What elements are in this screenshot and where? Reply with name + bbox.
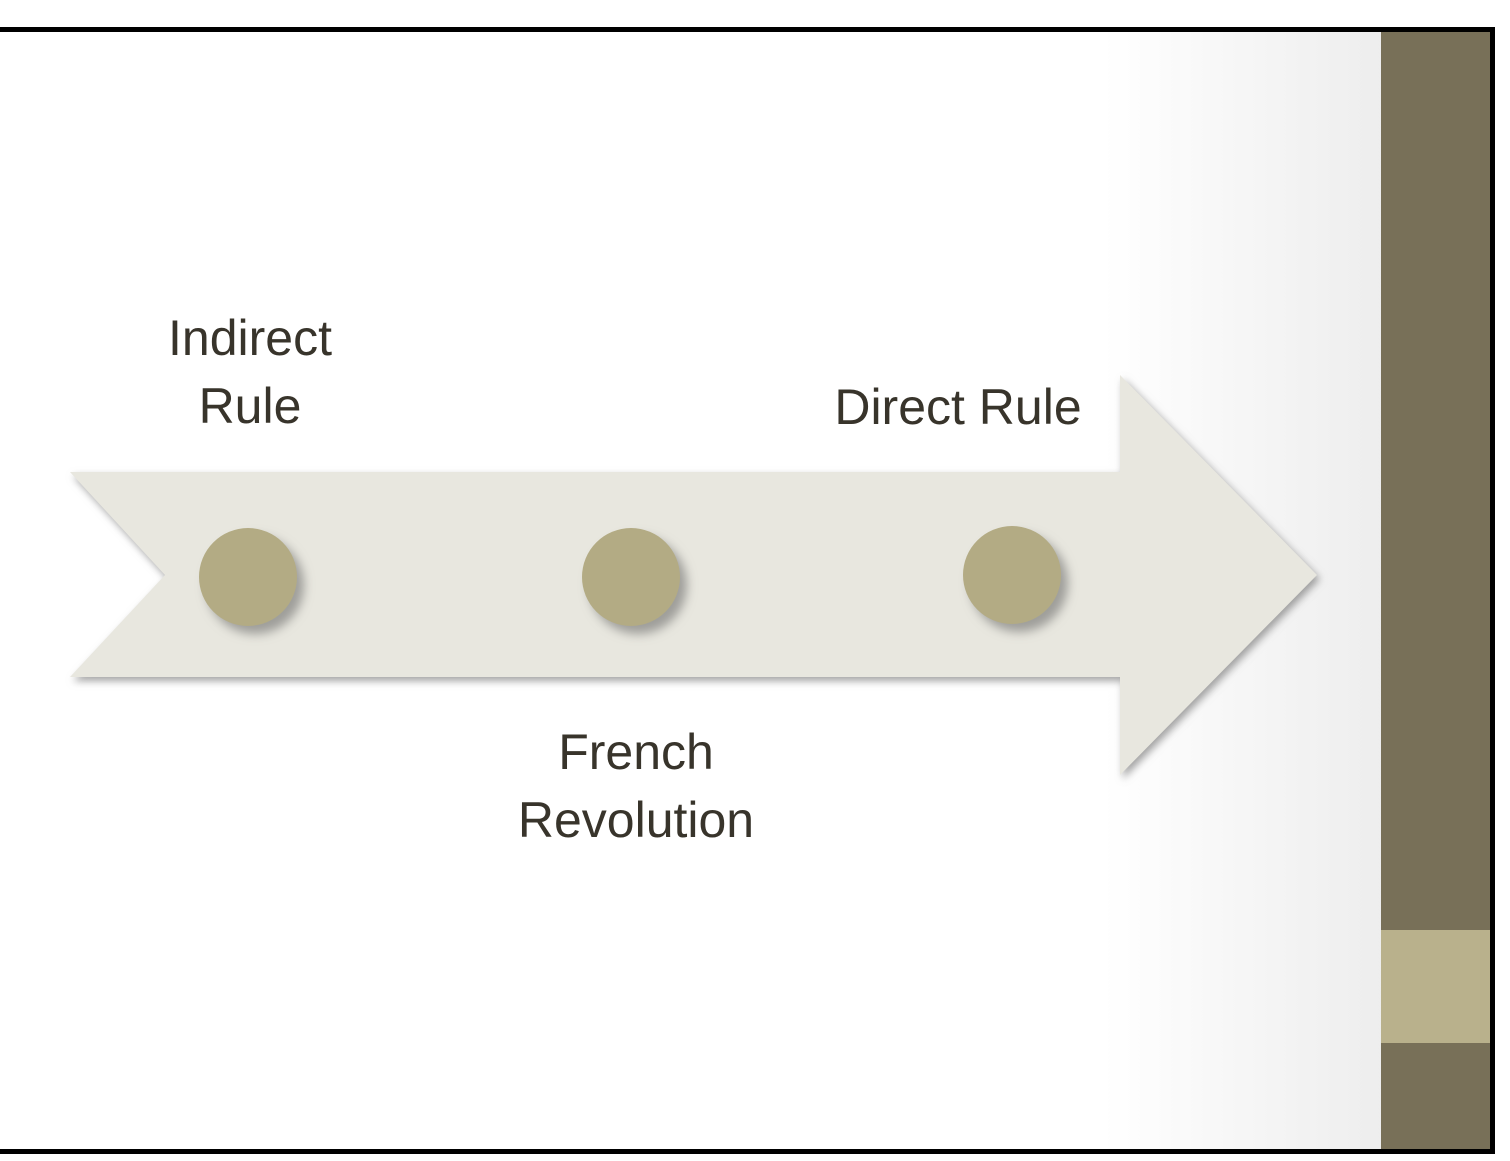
timeline-node-direct-rule [963,526,1061,624]
label-indirect-rule: Indirect Rule [168,310,332,434]
sidebar-accent-block [1381,930,1490,1043]
timeline-node-french-revolution [582,528,680,626]
label-direct-rule: Direct Rule [834,379,1082,435]
right-arrow-shape [70,375,1317,775]
timeline-node-indirect-rule [199,528,297,626]
sidebar-bar [1381,32,1490,1149]
label-french-revolution: French Revolution [517,724,755,848]
